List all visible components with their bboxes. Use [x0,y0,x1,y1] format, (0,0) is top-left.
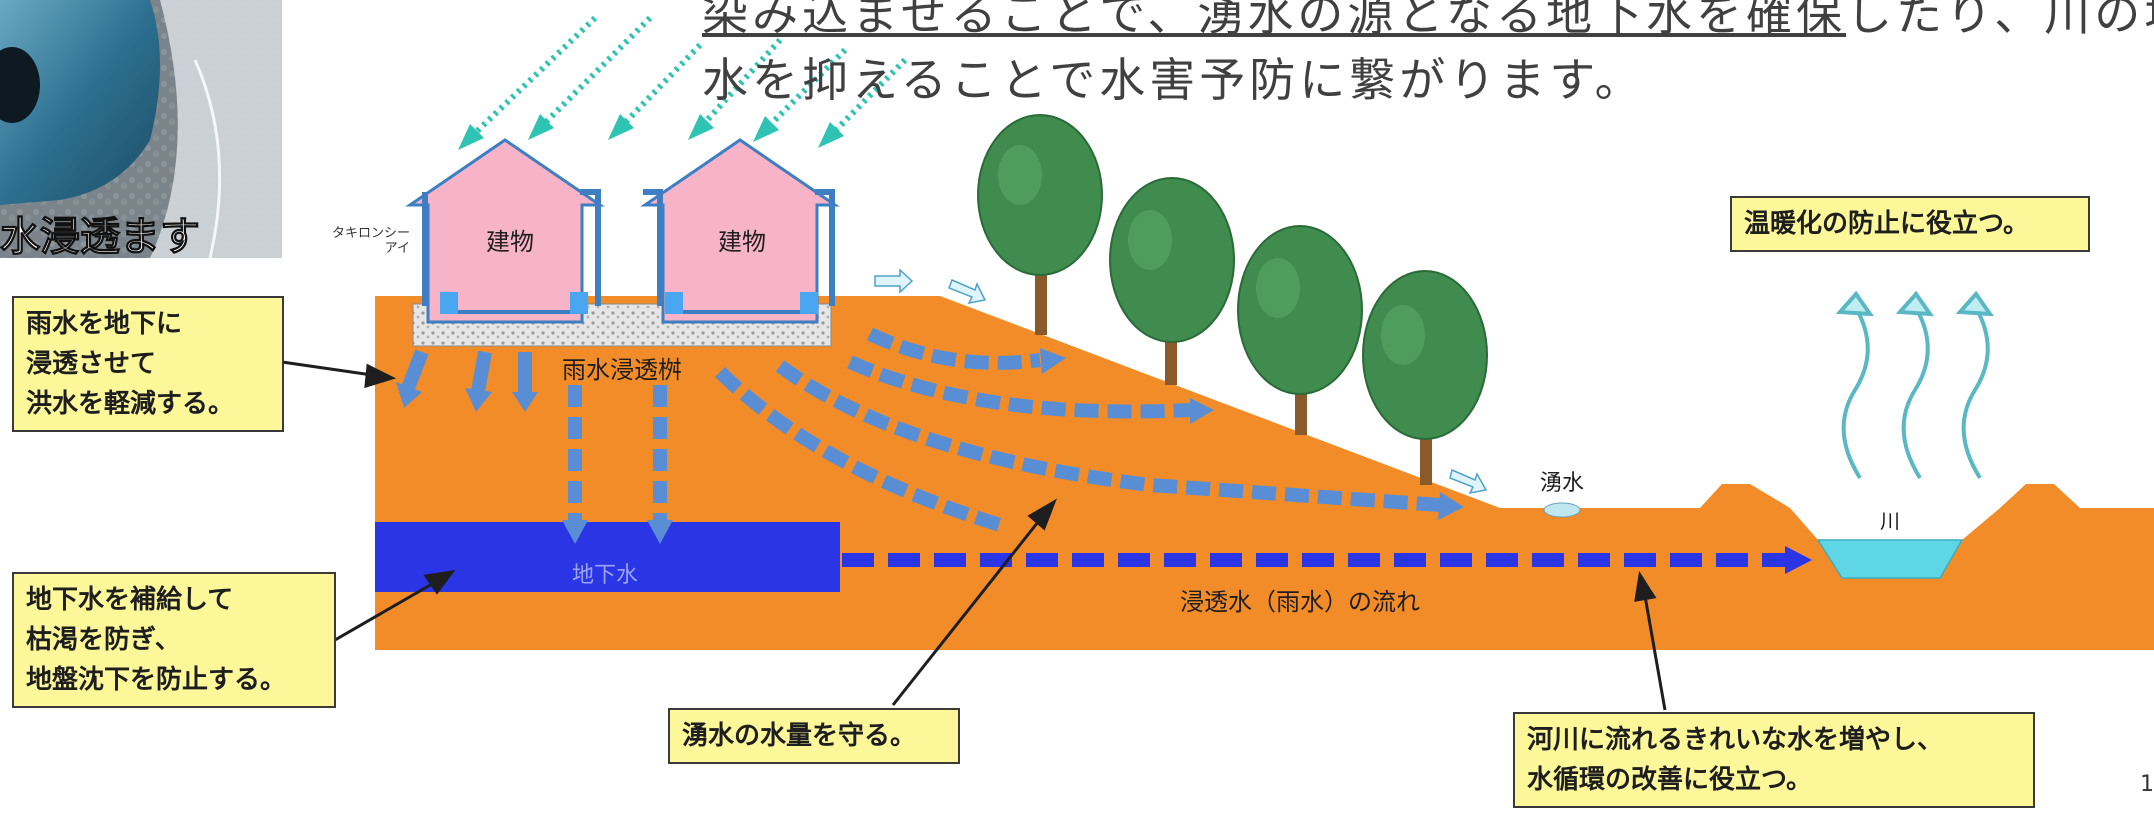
photo-caption: 水浸透ます [0,214,201,261]
building-1 [405,138,605,324]
tree-3 [1237,225,1363,435]
infiltration-basin-photo [0,0,282,259]
callout-pointers [281,360,1667,711]
river-label: 川 [1880,509,1900,533]
callout-flood-line-1: 雨水を地下に [26,309,183,339]
callout-spring: 湧水の水量を守る。 [668,708,960,764]
groundwater-label: 地下水 [572,563,638,588]
callout-river: 河川に流れるきれいな水を増やし、 水循環の改善に役立つ。 [1513,712,2035,808]
lateral-flow-arrows [715,327,1441,532]
callout-flood-line-3: 洪水を軽減する。 [26,389,235,419]
seepage-flow-arrowhead [1785,546,1812,574]
callout-river-line-2: 水循環の改善に役立つ。 [1527,765,1812,795]
infiltration-basin-label: 雨水浸透桝 [562,356,682,384]
river [1816,539,1964,579]
photo-credit-line-2: アイ [384,241,410,256]
rain-arrows [458,15,908,150]
flow-label: 浸透水（雨水）の流れ [1180,588,1420,616]
photo-credit: タキロンシー アイ [306,226,410,256]
headline-rest: したり、川の増 [1846,0,2154,41]
building-2 [640,138,840,324]
tree-2 [1109,177,1235,385]
spring-pool [1543,502,1581,518]
callout-flood-line-2: 浸透させて [26,349,157,379]
callout-groundwater-line-1: 地下水を補給して [26,585,234,615]
callout-river-line-1: 河川に流れるきれいな水を増やし、 [1527,725,1944,755]
headline-line-2: 水を抑えることで水害予防に繋がります。 [702,53,1645,107]
callout-groundwater-line-2: 枯渇を防ぎ、 [26,625,181,655]
lateral-flow-arrowheads [1040,348,1464,520]
groundwater-block [375,522,840,592]
headline-underlined: 染み込ませることで、湧水の源となる地下水を確保 [702,0,1847,41]
page-number: 1 [2140,772,2154,797]
surface-runoff-arrows [874,268,1488,495]
tree-1 [977,114,1103,335]
building-1-label: 建物 [486,228,534,256]
callout-warming: 温暖化の防止に役立つ。 [1730,196,2090,252]
building-2-label: 建物 [718,228,766,256]
callout-spring-line-1: 湧水の水量を守る。 [682,721,917,751]
callout-flood: 雨水を地下に 浸透させて 洪水を軽減する。 [12,296,284,432]
headline-line-1: 染み込ませることで、湧水の源となる地下水を確保したり、川の増 [702,0,2154,44]
photo-credit-line-1: タキロンシー [331,226,410,241]
infiltration-down-arrows [396,349,673,544]
callout-warming-line-1: 温暖化の防止に役立つ。 [1744,209,2029,239]
callout-groundwater: 地下水を補給して 枯渇を防ぎ、 地盤沈下を防止する。 [12,572,336,708]
callout-groundwater-line-3: 地盤沈下を防止する。 [26,665,287,695]
tree-4 [1362,270,1488,485]
spring-label: 湧水 [1540,471,1584,496]
evaporation-arrows [1835,290,1995,480]
